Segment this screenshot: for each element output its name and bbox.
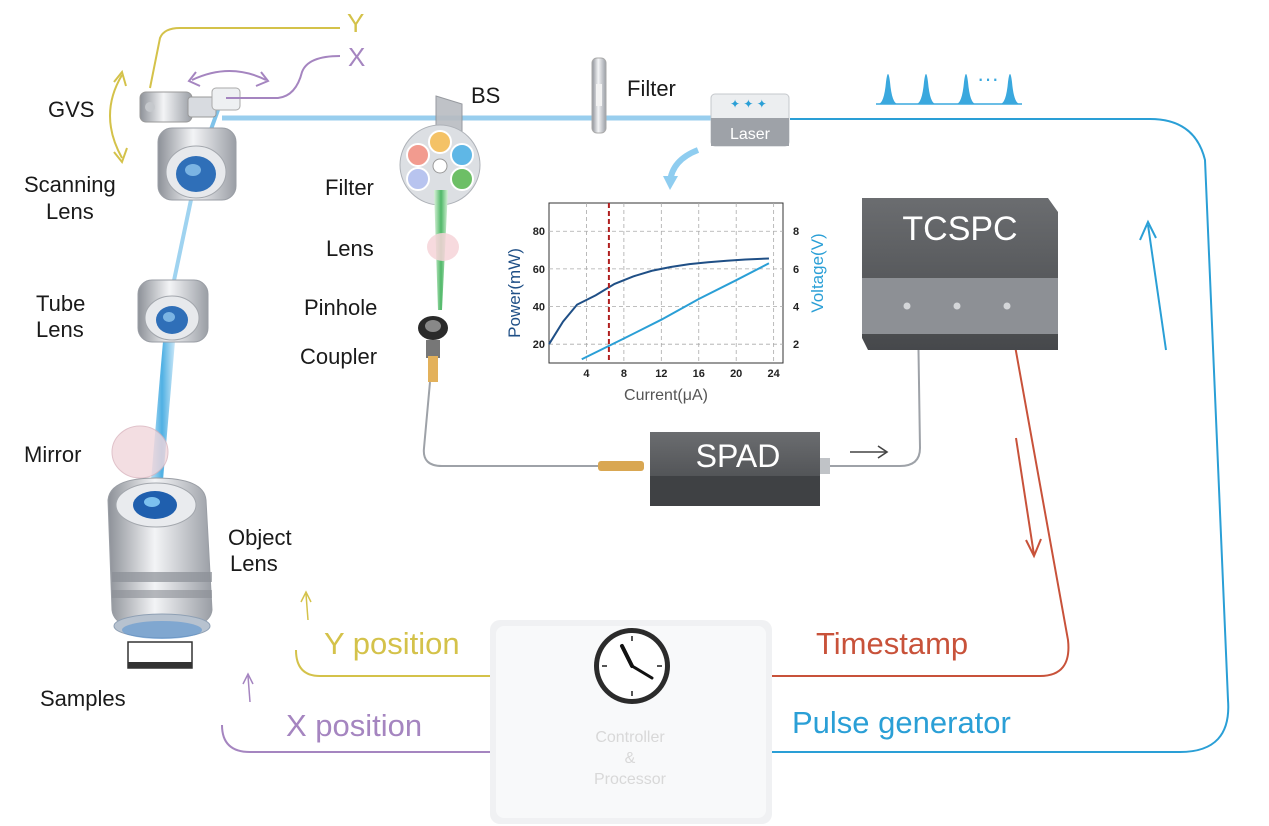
- coupler-label: Coupler: [300, 344, 378, 369]
- x-axis-label: X: [348, 42, 366, 72]
- chart-frame: [548, 202, 784, 364]
- timestamp-label: Timestamp: [816, 626, 969, 661]
- y2-axis-title: Voltage(V): [808, 233, 827, 312]
- object-lens-label-1: Object: [228, 525, 292, 550]
- focus-lens: [427, 233, 459, 261]
- x-axis-title: Current(μA): [624, 387, 708, 404]
- y-axis-title: Power(mW): [505, 248, 524, 338]
- x-tick-label: 4: [583, 368, 590, 380]
- y-tick-label: 60: [533, 264, 545, 276]
- fiber-cable: [422, 381, 598, 467]
- lens-label: Lens: [326, 236, 374, 261]
- gvs-rotation-arrow: [109, 74, 123, 159]
- y-tick-label: 40: [533, 302, 545, 314]
- filter-wheel: [399, 124, 481, 206]
- samples-label: Samples: [40, 686, 126, 711]
- filter-wheel-label: Filter: [325, 175, 374, 200]
- tube-lens: [137, 279, 209, 343]
- scanning-lens-label-2: Lens: [46, 199, 94, 224]
- spad-box: [650, 432, 830, 506]
- x-leader: [226, 55, 341, 99]
- y-position-label: Y position: [324, 626, 460, 661]
- controller-box: [490, 620, 772, 824]
- scan-beam-2: [170, 194, 194, 291]
- pulse-generator-line: [770, 118, 1230, 753]
- scanning-lens: [157, 127, 237, 201]
- x-up-arrow: [242, 672, 254, 703]
- x-tick-label: 24: [768, 368, 781, 380]
- laser-box: ✦ ✦ ✦: [710, 93, 790, 147]
- bs-label: BS: [471, 83, 501, 108]
- y-up-arrow: [300, 590, 312, 621]
- pulse-train: [876, 74, 1022, 105]
- gvs-label: GVS: [48, 97, 95, 122]
- tube-lens-label-2: Lens: [36, 317, 84, 342]
- y2-tick-label: 4: [793, 302, 800, 314]
- y-leader: [149, 27, 340, 89]
- y-position-line: [295, 649, 495, 677]
- clock-icon: [594, 628, 670, 704]
- power-curve: [548, 257, 770, 345]
- laser-label: Laser: [730, 126, 771, 143]
- tcspc-box: [862, 198, 1058, 350]
- pulse-up-arrow: [1139, 219, 1167, 351]
- y-axis-label: Y: [347, 8, 365, 38]
- timestamp-line: [770, 317, 1070, 677]
- spad-label: SPAD: [696, 438, 781, 474]
- top-filter: [591, 57, 607, 134]
- voltage-curve: [581, 262, 770, 361]
- x-tick-label: 16: [693, 368, 705, 380]
- controller-label-2: &: [624, 750, 636, 767]
- object-lens: [107, 477, 213, 639]
- timestamp-down-arrow: [1015, 437, 1042, 559]
- spad-out-line: [830, 317, 922, 467]
- controller-label-3: Processor: [593, 771, 667, 788]
- fiber-coupler: [418, 316, 448, 382]
- y2-tick-label: 8: [793, 226, 799, 238]
- y-tick-label: 80: [533, 226, 545, 238]
- pulse-generator-label: Pulse generator: [792, 705, 1011, 740]
- spad-out-arrow: [850, 445, 889, 459]
- x-position-label: X position: [286, 708, 423, 743]
- gvs-x-rotation-arrow: [191, 70, 267, 81]
- x-tick-label: 8: [621, 368, 627, 380]
- x-tick-label: 12: [655, 368, 667, 380]
- mirror-label: Mirror: [24, 442, 82, 467]
- pinhole-label: Pinhole: [304, 295, 378, 320]
- top-filter-label: Filter: [627, 76, 676, 101]
- scanning-lens-label-1: Scanning: [24, 172, 116, 197]
- x-tick-label: 20: [730, 368, 742, 380]
- y2-tick-label: 2: [793, 339, 799, 351]
- pulse-ellipsis: ···: [977, 66, 999, 91]
- object-lens-label-2: Lens: [230, 551, 278, 576]
- tube-lens-label-1: Tube: [36, 291, 86, 316]
- controller-label-1: Controller: [595, 729, 665, 746]
- y-tick-label: 20: [533, 339, 545, 351]
- x-position-line: [221, 724, 495, 753]
- mirror: [111, 425, 169, 479]
- svg-text:✦ ✦ ✦: ✦ ✦ ✦: [730, 97, 767, 111]
- y2-tick-label: 6: [793, 264, 799, 276]
- tcspc-label: TCSPC: [902, 210, 1017, 248]
